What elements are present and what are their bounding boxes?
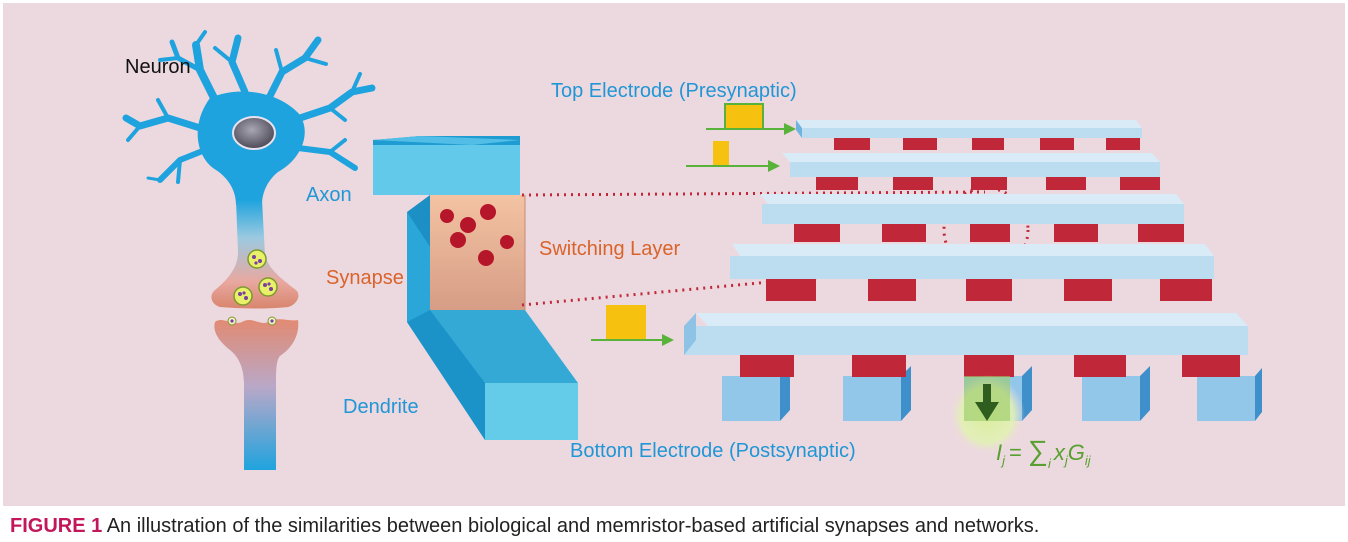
eq-lhs-sub: j — [1000, 453, 1006, 468]
memristor-cells — [740, 138, 1240, 377]
pulse-1 — [706, 103, 796, 135]
eq-x-sub: j — [1063, 453, 1069, 468]
eq-g-sub: ij — [1085, 453, 1092, 468]
output-current-arrow — [949, 375, 1025, 455]
pulse-2 — [686, 141, 780, 172]
neuron-dendrite-terminal — [214, 319, 299, 470]
pulse-3 — [591, 305, 674, 346]
label-neuron: Neuron — [125, 56, 191, 78]
neuron-dendrites — [122, 30, 376, 184]
switching-layer-block — [430, 195, 525, 310]
label-axon: Axon — [306, 184, 352, 206]
dendrite-block-front — [485, 383, 578, 440]
switching-ions — [440, 204, 514, 266]
input-pulses — [591, 103, 796, 346]
label-top-electrode: Top Electrode (Presynaptic) — [551, 80, 797, 102]
neuron-nucleus — [232, 116, 276, 150]
eq-equals: = — [1009, 440, 1028, 465]
dendrite-block-top — [430, 310, 578, 383]
label-switching-layer: Switching Layer — [539, 238, 681, 260]
caption-figure-label: FIGURE 1 — [10, 515, 103, 537]
label-bottom-electrode: Bottom Electrode (Postsynaptic) — [570, 440, 856, 462]
caption-text: An illustration of the similarities betw… — [102, 515, 1040, 537]
axon-block-front — [373, 145, 520, 195]
eq-x: x — [1053, 440, 1066, 465]
neuron-drawing — [122, 30, 376, 470]
synaptic-vesicles — [227, 249, 278, 326]
eq-sum-sub: i — [1048, 456, 1052, 471]
top-electrodes — [684, 120, 1248, 355]
label-dendrite: Dendrite — [343, 396, 419, 418]
eq-lhs: I — [996, 440, 1002, 465]
eq-sum: ∑ — [1028, 435, 1048, 466]
figure-caption: FIGURE 1 An illustration of the similari… — [10, 515, 1340, 542]
eq-g: G — [1068, 440, 1085, 465]
crossbar-array — [684, 120, 1262, 455]
memristor-cell-3d — [373, 136, 578, 440]
label-synapse: Synapse — [326, 267, 404, 289]
